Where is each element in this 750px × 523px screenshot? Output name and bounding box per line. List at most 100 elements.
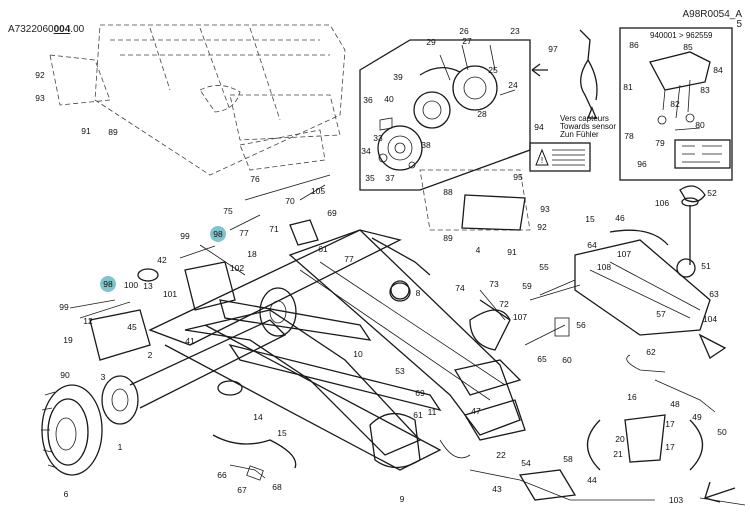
callout-label: 37 [385, 173, 395, 183]
callout-label: 60 [562, 355, 572, 365]
callout-label: 10 [353, 349, 363, 359]
callout-label: 107 [617, 249, 631, 259]
hub-arrow [531, 63, 548, 77]
serial-inset-box [619, 27, 733, 181]
callout-label: 103 [669, 495, 683, 505]
callout-label: 94 [534, 122, 544, 132]
brake-cables [212, 289, 746, 506]
callout-label: 29 [426, 37, 436, 47]
axle-wheel-assembly [41, 244, 297, 476]
callout-label: 90 [60, 370, 70, 380]
callout-label: 17 [665, 419, 675, 429]
callout-label: 3 [101, 372, 106, 382]
callout-label: 70 [285, 196, 295, 206]
warning-sticker: ! [529, 142, 591, 172]
callout-label: 89 [443, 233, 453, 243]
callout-label: 91 [507, 247, 517, 257]
callout-label: 24 [508, 80, 518, 90]
callout-label: 20 [615, 434, 625, 444]
document-reference: A7322060004.00 [8, 24, 84, 35]
callout-label: 100 [124, 280, 138, 290]
callout-label: 62 [646, 347, 656, 357]
sensor-note-line-3: Zun Fühler [560, 130, 599, 139]
figure-sub-text: 5 [736, 19, 742, 30]
callout-label: 74 [455, 283, 465, 293]
callout-label: 82 [670, 99, 680, 109]
callout-label: 15 [585, 214, 595, 224]
callout-label: 91 [81, 126, 91, 136]
callout-label: 99 [59, 302, 69, 312]
callout-label: 17 [665, 442, 675, 452]
callout-label: 45 [127, 322, 137, 332]
callout-label: 36 [363, 95, 373, 105]
callout-label: 14 [253, 412, 263, 422]
callout-label: 33 [373, 133, 383, 143]
callout-label: 69 [327, 208, 337, 218]
highlight-marker [100, 276, 116, 292]
callout-label: 56 [576, 320, 586, 330]
callout-label: 6 [64, 489, 69, 499]
callout-label: 89 [108, 127, 118, 137]
callout-label: 44 [587, 475, 597, 485]
callout-label: 57 [656, 309, 666, 319]
callout-label: 34 [361, 146, 371, 156]
callout-label: 98 [213, 229, 223, 239]
callout-labels: 1234689101112131415151617171819202122232… [35, 26, 727, 505]
callout-label: 19 [63, 335, 73, 345]
doc-ref-bold: 004 [53, 24, 71, 35]
callout-label: 93 [35, 93, 45, 103]
callout-label: 40 [384, 94, 394, 104]
callout-label: 77 [239, 228, 249, 238]
callout-label: 59 [522, 281, 532, 291]
callout-label: 43 [492, 484, 502, 494]
callout-label: 105 [311, 186, 325, 196]
callout-label: 61 [413, 410, 423, 420]
sensor-note-line-1: Vers capteurs [560, 114, 609, 123]
callout-label: 63 [709, 289, 719, 299]
callout-label: 98 [103, 279, 113, 289]
small-parts [137, 174, 581, 321]
callout-label: 35 [365, 173, 375, 183]
figure-code: A98R0054_A 5 [683, 9, 743, 30]
callout-label: 28 [477, 109, 487, 119]
callout-label: 68 [272, 482, 282, 492]
callout-label: 48 [670, 399, 680, 409]
callout-label: 65 [537, 354, 547, 364]
drawbar-assembly [524, 185, 727, 373]
doc-ref-suffix: .00 [70, 24, 85, 35]
callout-label: 83 [700, 85, 710, 95]
callout-label: 96 [637, 159, 647, 169]
callout-label: 61 [318, 244, 328, 254]
chassis-frame [148, 229, 526, 471]
callout-label: 26 [459, 26, 469, 36]
callout-label: 80 [695, 120, 705, 130]
callout-label: 1 [118, 442, 123, 452]
highlight-marker [210, 226, 226, 242]
callout-label: 52 [707, 188, 717, 198]
callout-label: 92 [537, 222, 547, 232]
callout-label: 69 [415, 388, 425, 398]
callout-label: 39 [393, 72, 403, 82]
callout-label: 71 [269, 224, 279, 234]
callout-label: 41 [185, 336, 195, 346]
callout-label: 50 [717, 427, 727, 437]
callout-label: 25 [488, 65, 498, 75]
callout-label: 53 [395, 366, 405, 376]
callout-label: 51 [701, 261, 711, 271]
callout-label: 64 [587, 240, 597, 250]
callout-label: 18 [247, 249, 257, 259]
callout-label: 73 [489, 279, 499, 289]
callout-label: 47 [471, 406, 481, 416]
callout-label: 13 [143, 281, 153, 291]
callout-label: 108 [597, 262, 611, 272]
callout-label: 72 [499, 299, 509, 309]
callout-label: 27 [462, 36, 472, 46]
callout-label: 92 [35, 70, 45, 80]
callout-label: 67 [237, 485, 247, 495]
callout-label: 54 [521, 458, 531, 468]
callout-label: 78 [624, 131, 634, 141]
callout-label: 93 [540, 204, 550, 214]
callout-label: 4 [476, 245, 481, 255]
callout-label: 11 [428, 407, 437, 417]
callout-label: 88 [443, 187, 453, 197]
